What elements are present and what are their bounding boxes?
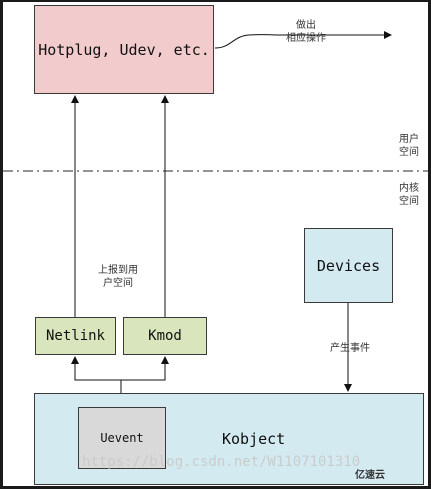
netlink-label: Netlink bbox=[45, 328, 105, 344]
hotplug-udev-label: Hotplug, Udev, etc. bbox=[38, 40, 210, 59]
report-to-user-annotation: 上报到用 户空间 bbox=[85, 264, 151, 290]
kobject-label: Kobject bbox=[222, 430, 286, 448]
devices-box: Devices bbox=[304, 228, 393, 303]
user-space-line-2: 空间 bbox=[399, 147, 419, 158]
hotplug-action-arrow bbox=[214, 31, 392, 49]
kernel-space-line-2: 空间 bbox=[399, 196, 419, 207]
uevent-box: Uevent bbox=[78, 407, 166, 469]
action-annotation: 做出 相应操作 bbox=[271, 19, 341, 45]
watermark-url: https://blog.csdn.net/W1107101310 bbox=[82, 454, 361, 470]
report-line-2: 户空间 bbox=[103, 278, 133, 289]
netlink-box: Netlink bbox=[35, 317, 116, 355]
action-line-2: 相应操作 bbox=[286, 33, 326, 44]
connector-layer bbox=[3, 31, 428, 407]
uevent-label: Uevent bbox=[100, 431, 144, 445]
user-space-line-1: 用户 bbox=[399, 134, 419, 145]
kernel-space-line-1: 内核 bbox=[399, 183, 419, 194]
diagram-canvas: Hotplug, Udev, etc. Devices Netlink Kmod… bbox=[3, 2, 428, 486]
devices-label: Devices bbox=[316, 256, 381, 275]
user-space-annotation: 用户 空间 bbox=[391, 133, 427, 159]
report-line-1: 上报到用 bbox=[98, 265, 138, 276]
kmod-box: Kmod bbox=[123, 317, 207, 355]
kernel-space-annotation: 内核 空间 bbox=[391, 182, 427, 208]
generate-event-annotation: 产生事件 bbox=[330, 343, 370, 354]
action-line-1: 做出 bbox=[296, 20, 316, 31]
kmod-label: Kmod bbox=[148, 328, 182, 344]
hotplug-udev-box: Hotplug, Udev, etc. bbox=[34, 5, 214, 94]
watermark-brand: 亿速云 bbox=[355, 470, 385, 481]
